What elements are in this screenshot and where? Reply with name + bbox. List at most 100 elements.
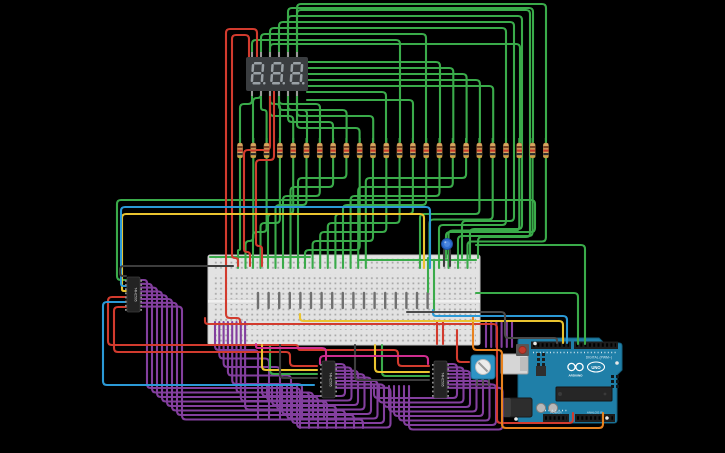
wire-blue[interactable] <box>101 300 316 387</box>
wire-magenta[interactable] <box>318 354 430 366</box>
wire-green[interactable] <box>437 155 508 270</box>
wire-red[interactable] <box>254 89 276 268</box>
wire-purple[interactable] <box>270 369 360 407</box>
wire-green[interactable] <box>305 66 455 144</box>
wire-green[interactable] <box>295 8 532 260</box>
wire-green[interactable] <box>286 6 535 144</box>
resistor[interactable] <box>543 138 549 159</box>
power-header[interactable] <box>543 414 569 422</box>
wire-green[interactable] <box>268 26 508 144</box>
wire-green[interactable] <box>277 20 516 260</box>
wire-green[interactable] <box>349 155 441 270</box>
wire-blue[interactable] <box>431 308 569 345</box>
wire-green[interactable] <box>364 155 468 270</box>
wire-green[interactable] <box>326 155 401 270</box>
wire-purple[interactable] <box>139 286 320 430</box>
resistor[interactable] <box>410 138 416 159</box>
wire-red[interactable] <box>455 328 471 364</box>
resistor[interactable] <box>303 138 310 159</box>
resistor[interactable] <box>396 138 403 159</box>
wire-green[interactable] <box>447 155 521 270</box>
resistor[interactable] <box>476 138 483 159</box>
wire-green[interactable] <box>281 155 321 270</box>
wire-purple[interactable] <box>139 290 329 430</box>
wire-dark[interactable] <box>278 343 319 380</box>
wire-orange[interactable] <box>471 314 605 430</box>
wire-green[interactable] <box>418 155 481 270</box>
shift-register-ic[interactable]: 74HC595 <box>432 360 449 399</box>
led-blue[interactable] <box>441 238 453 250</box>
wire-green[interactable] <box>251 89 263 144</box>
resistor[interactable] <box>436 138 443 159</box>
atmega-chip[interactable] <box>555 386 613 402</box>
resistor[interactable] <box>263 138 270 159</box>
potentiometer[interactable] <box>470 354 496 386</box>
wire-red[interactable] <box>230 33 251 268</box>
wire-green[interactable] <box>474 243 587 346</box>
wire-green[interactable] <box>268 42 522 144</box>
wire-yellow[interactable] <box>120 212 426 293</box>
wire-green[interactable] <box>259 155 281 270</box>
wire-green[interactable] <box>289 155 335 270</box>
wire-green[interactable] <box>296 155 348 270</box>
resistor[interactable] <box>290 138 297 159</box>
wire-yellow[interactable] <box>373 343 431 374</box>
resistor[interactable] <box>343 138 350 159</box>
wire-purple[interactable] <box>275 373 366 411</box>
wire-purple[interactable] <box>139 278 302 430</box>
resistor[interactable] <box>423 138 430 159</box>
wire-purple[interactable] <box>402 383 498 427</box>
wire-red[interactable] <box>224 27 259 326</box>
wire-green[interactable] <box>456 155 534 270</box>
wire-green[interactable] <box>259 32 428 144</box>
wire-purple[interactable] <box>372 362 459 400</box>
wire-green[interactable] <box>303 155 361 270</box>
arduino-uno[interactable]: DIGITAL (PWM~) ARDUINO UNO POWER AN <box>500 337 623 424</box>
wire-purple[interactable] <box>382 369 472 409</box>
wire-green[interactable] <box>305 84 495 144</box>
wire-purple[interactable] <box>139 305 365 430</box>
wire-red[interactable] <box>203 316 575 425</box>
wire-purple[interactable] <box>139 294 338 430</box>
wire-green[interactable] <box>115 198 537 282</box>
wire-#4a4a4a[interactable] <box>405 310 559 345</box>
wire-green[interactable] <box>238 89 254 144</box>
resistor[interactable] <box>316 138 323 159</box>
resistor[interactable] <box>463 138 469 159</box>
digital-header-2[interactable] <box>574 341 618 350</box>
wire-green[interactable] <box>305 90 388 144</box>
wire-purple[interactable] <box>265 366 353 402</box>
wire-green[interactable] <box>295 89 361 144</box>
wire-yellow[interactable] <box>298 312 565 345</box>
resistor[interactable] <box>237 138 243 159</box>
reset-button[interactable] <box>518 345 527 355</box>
resistor[interactable] <box>330 138 336 159</box>
wire-purple[interactable] <box>260 362 347 398</box>
wire-purple[interactable] <box>290 383 386 425</box>
resistor[interactable] <box>529 138 536 159</box>
wire-green[interactable] <box>286 14 524 260</box>
wire-green[interactable] <box>319 155 388 270</box>
wire-dark[interactable] <box>118 264 235 278</box>
resistor[interactable] <box>516 138 523 159</box>
wire-green[interactable] <box>305 98 415 144</box>
wire-yellow[interactable] <box>260 343 319 372</box>
resistor[interactable] <box>489 138 496 159</box>
wire-green[interactable] <box>474 291 580 346</box>
wire-blue[interactable] <box>119 205 432 288</box>
resistor[interactable] <box>250 138 257 159</box>
wire-red[interactable] <box>112 305 319 368</box>
resistor[interactable] <box>449 138 456 159</box>
wire-green[interactable] <box>236 155 242 270</box>
wire-dark[interactable] <box>353 343 431 382</box>
wire-green[interactable] <box>305 72 468 144</box>
wire-green[interactable] <box>295 2 548 144</box>
wire-magenta[interactable] <box>254 342 328 364</box>
wire-purple[interactable] <box>285 379 379 420</box>
wire-purple[interactable] <box>139 297 347 430</box>
shift-register-ic[interactable]: 74HC595 <box>125 276 142 313</box>
wire-purple[interactable] <box>139 282 311 430</box>
seven-segment-display[interactable] <box>246 52 308 96</box>
wire-green[interactable] <box>295 89 375 144</box>
shift-register-ic[interactable]: 74HC595 <box>320 360 337 399</box>
